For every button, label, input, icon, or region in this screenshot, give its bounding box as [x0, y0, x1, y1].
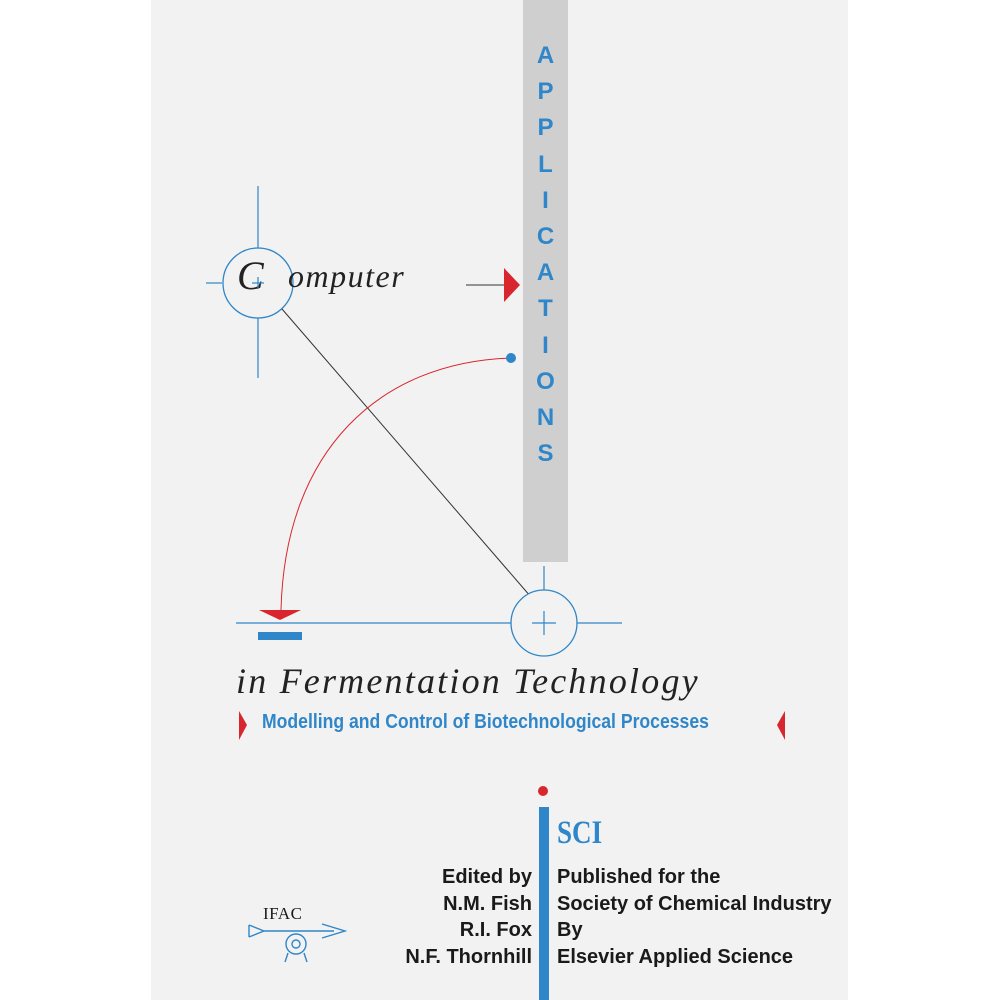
- bottom-crosshair-icon: [510, 566, 578, 657]
- vertical-letter: L: [538, 150, 553, 178]
- publisher-line: Elsevier Applied Science: [557, 945, 794, 968]
- vertical-letter: P: [537, 78, 554, 106]
- subtitle-right-arrow-icon: [777, 711, 785, 740]
- book-cover: [151, 0, 848, 1000]
- applications-vertical-word: A P P L I C A T I O N S: [523, 38, 568, 472]
- blue-bar-icon: [258, 632, 302, 640]
- ifac-logo-icon: [248, 923, 348, 963]
- red-down-triangle-icon: [259, 610, 301, 620]
- computer-initial: C: [237, 253, 264, 298]
- editor-name: N.M. Fish: [443, 892, 532, 915]
- editor-name: R.I. Fox: [459, 919, 532, 941]
- red-dot: [538, 786, 548, 796]
- publisher-block: Published for the Society of Chemical In…: [557, 864, 832, 970]
- red-arc: [280, 357, 512, 611]
- sci-blue-divider: [539, 807, 549, 1000]
- title-line-2: in Fermentation Technology: [236, 661, 700, 701]
- vertical-letter: I: [542, 186, 549, 214]
- plus-icon: [252, 277, 264, 289]
- vertical-letter: I: [542, 331, 549, 359]
- vertical-letter: N: [536, 403, 555, 431]
- vertical-letter: C: [536, 222, 555, 250]
- editors-block: Edited by N.M. Fish R.I. Fox N.F. Thornh…: [405, 864, 532, 970]
- publisher-line: By: [557, 919, 583, 941]
- publisher-line: Published for the: [557, 866, 721, 888]
- vertical-letter: A: [536, 42, 555, 69]
- editor-name: N.F. Thornhill: [405, 945, 532, 968]
- vertical-letter: O: [536, 367, 555, 395]
- publisher-line: Society of Chemical Industry: [557, 892, 832, 915]
- blue-dot: [506, 353, 516, 363]
- subtitle: Modelling and Control of Biotechnologica…: [262, 711, 709, 733]
- subtitle-left-arrow-icon: [239, 711, 247, 740]
- vertical-letter: A: [536, 259, 555, 287]
- editors-heading: Edited by: [441, 866, 532, 888]
- vertical-letter: T: [538, 295, 553, 323]
- vertical-letter: S: [537, 440, 554, 468]
- ifac-logo-text: IFAC: [263, 904, 303, 923]
- vertical-letter: P: [537, 114, 554, 142]
- red-arrow-icon: [504, 268, 520, 302]
- computer-word: omputer: [288, 258, 406, 294]
- diagonal-line: [281, 308, 532, 598]
- sci-logo: SCI: [557, 815, 603, 851]
- applications-vertical-bar: [523, 0, 568, 562]
